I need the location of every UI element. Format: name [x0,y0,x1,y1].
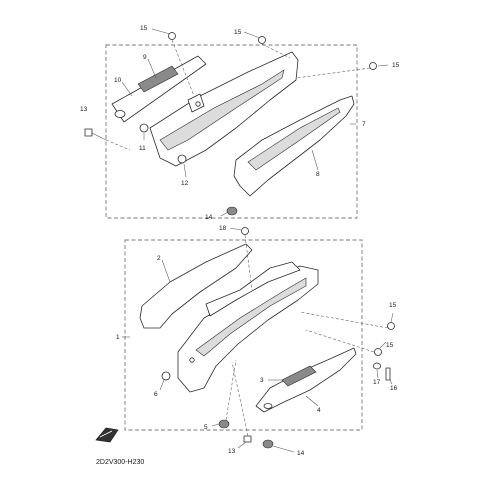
callout-16: 16 [390,385,398,392]
part-8-inner [247,107,341,171]
callout-11: 11 [139,145,146,152]
grommet-6 [161,371,171,381]
callout-18: 18 [219,225,227,232]
screw-15-lower-a [387,322,395,330]
part-9-emblem [137,65,179,93]
bolt-16 [385,367,391,381]
part-2-side-panel [139,243,253,329]
callout-15-right: 15 [392,62,400,69]
callout-10: 10 [114,77,122,84]
damper-14-lower [262,439,274,449]
callout-8: 8 [316,171,320,178]
screw-15-right [369,62,377,70]
callout-17: 17 [373,379,381,386]
callout-6: 6 [154,391,158,398]
callout-5: 5 [204,424,208,431]
lower-assembly: 18 2 1 15 15 17 16 6 3 4 5 13 14 [116,225,398,457]
screw-15-top [168,32,176,40]
lower-main-cover-rib [195,277,307,357]
grommet-12-upper [177,154,187,164]
callout-9: 9 [143,54,147,61]
bolt-13-lower [243,435,252,443]
bolt-13-upper [84,128,93,137]
callout-13-upper: 13 [80,106,88,113]
damper-14-upper [226,206,238,216]
damper-5 [218,419,230,429]
part-4-grommet [263,403,273,409]
callout-3: 3 [260,377,264,384]
callout-14-lower: 14 [297,450,305,457]
upper-dashed-frame [105,44,358,219]
part-3-emblem [281,365,317,387]
callout-4: 4 [317,407,321,414]
upper-cover-hole [195,101,201,107]
diagram-code: 2D2V300-H230 [96,459,144,466]
upper-main-cover-rib [159,69,285,151]
callout-13-lower: 13 [228,448,236,455]
callout-15-top: 15 [140,25,148,32]
grommet-11-upper [139,123,149,133]
screw-15-mid [258,36,266,44]
lower-cover-hole [189,357,195,363]
collar-17 [373,362,381,370]
upper-assembly: 15 15 15 9 10 13 11 12 7 8 14 [80,25,400,221]
front-arrow-icon [95,427,119,443]
callout-14-upper: 14 [205,214,213,221]
lower-dashed-frame [124,239,363,431]
callout-1: 1 [116,334,120,341]
callout-15-mid: 15 [234,29,242,36]
screw-15-lower-b [374,348,382,356]
lower-cover-top [205,261,301,317]
part-10-grommet [114,110,126,118]
callout-15-lower-b: 15 [386,342,394,349]
callout-2: 2 [157,255,161,262]
screw-18 [241,227,249,235]
callout-12: 12 [181,180,189,187]
callout-15-lower-a: 15 [389,302,397,309]
callout-7: 7 [362,121,366,128]
